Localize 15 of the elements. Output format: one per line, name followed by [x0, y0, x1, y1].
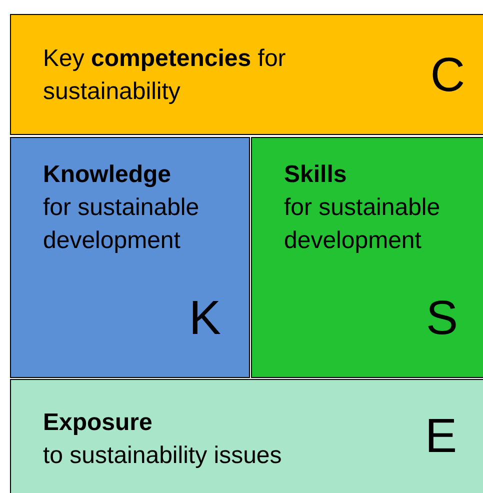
- panel-text: for sustainable development: [43, 193, 200, 256]
- panel-heading: Knowledge: [43, 160, 172, 190]
- category-letter: S: [426, 294, 458, 344]
- panel-text: for sustainable development: [284, 193, 442, 256]
- panel-text: Key competencies for sustainability: [43, 44, 287, 107]
- category-panel: [10, 14, 483, 135]
- category-panel: [10, 379, 483, 493]
- category-panel: [10, 137, 250, 378]
- category-panel: [251, 137, 483, 378]
- category-letter: C: [430, 51, 465, 101]
- panel-heading: Skills: [284, 160, 348, 190]
- category-letter: E: [424, 412, 457, 462]
- category-letter: K: [188, 294, 221, 344]
- panel-heading: Exposure: [43, 408, 154, 438]
- panel-text: to sustainability issues: [43, 441, 283, 471]
